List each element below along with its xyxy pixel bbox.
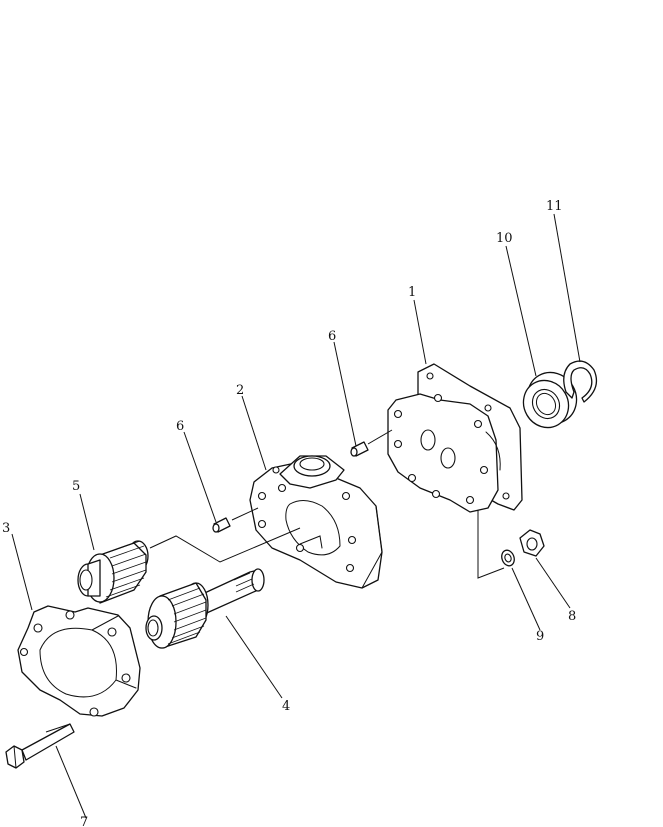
- callout-5: 5: [72, 479, 80, 494]
- gear-housing-part-2: [249, 455, 383, 589]
- callout-6-upper: 6: [328, 329, 336, 344]
- dowel-pin-part-6-upper: [350, 441, 369, 457]
- dowel-pin-part-6-lower: [212, 517, 231, 533]
- callout-11: 11: [546, 199, 563, 214]
- washer-part-9: [501, 549, 515, 567]
- callout-6-lower: 6: [176, 419, 184, 434]
- callout-3: 3: [2, 521, 10, 536]
- callout-7: 7: [80, 815, 88, 827]
- callout-4: 4: [282, 699, 290, 714]
- callout-10: 10: [496, 231, 513, 246]
- front-cover-part-3: [17, 605, 141, 717]
- snap-ring-part-11: [563, 360, 598, 403]
- callout-labels: 1 2 3 4 5 6 6 7 8 9 10 11: [2, 199, 576, 827]
- bearing-part-10: [522, 371, 578, 429]
- callout-8: 8: [568, 609, 576, 624]
- bolt-part-7: [5, 723, 75, 769]
- callout-1: 1: [408, 285, 416, 300]
- small-gear-part-5: [77, 540, 149, 604]
- callout-9: 9: [536, 629, 544, 644]
- callout-leaders: [11, 213, 581, 819]
- drive-gear-part-4: [145, 568, 265, 649]
- rear-case-part-1: [387, 363, 523, 513]
- nut-part-8: [519, 529, 545, 557]
- assembly-lines: [45, 429, 505, 733]
- callout-2: 2: [236, 383, 244, 398]
